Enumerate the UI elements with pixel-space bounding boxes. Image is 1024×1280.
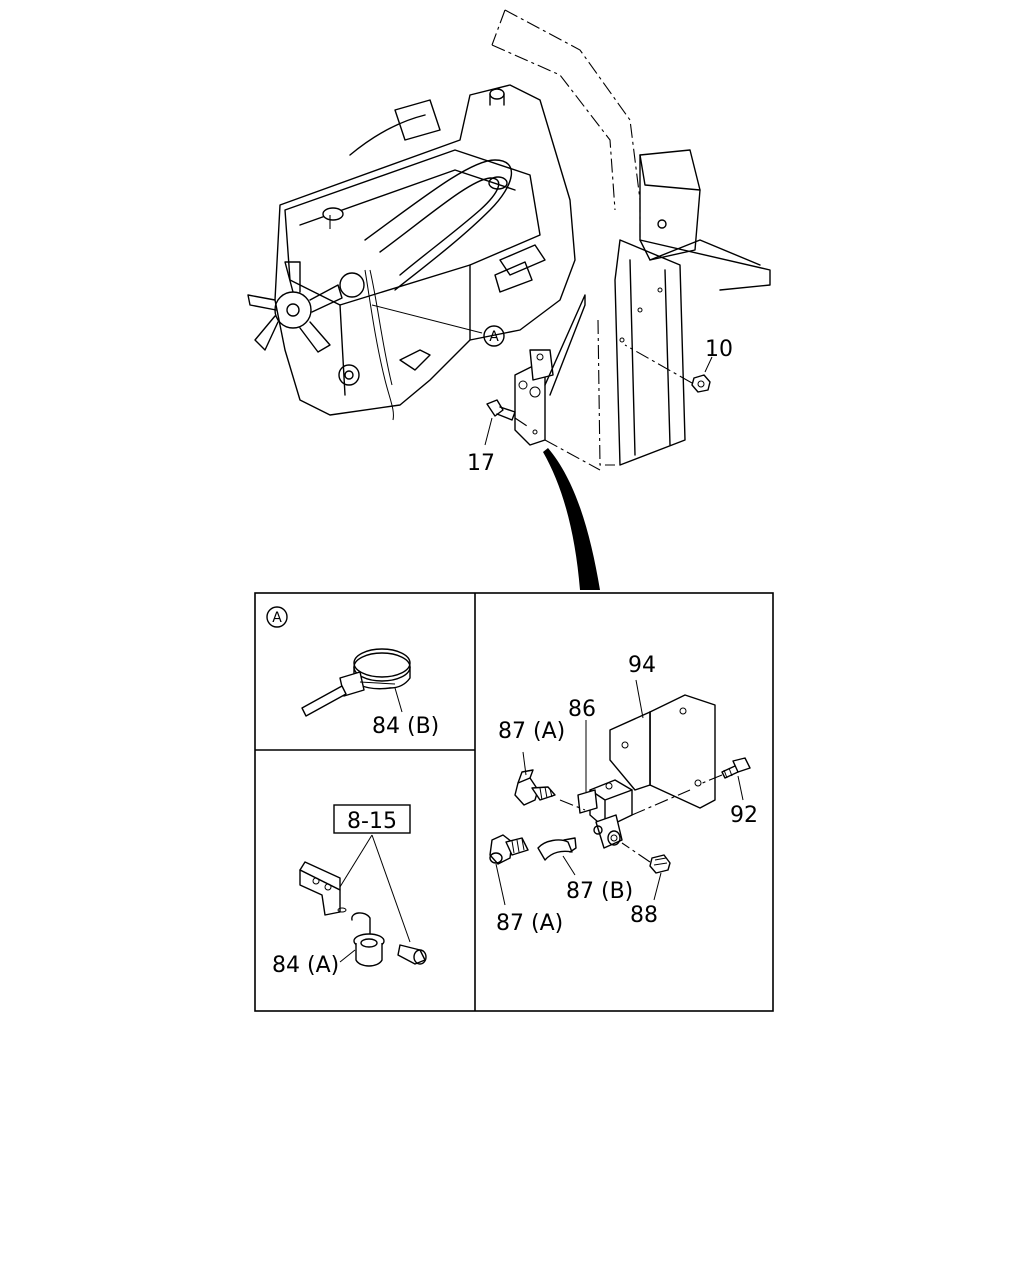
reference-box-8-15: 8-15: [333, 804, 411, 834]
callout-87a-bottom: 87 (A): [496, 911, 563, 936]
alignment-88: [621, 842, 651, 863]
svg-text:A: A: [489, 329, 499, 345]
hose-87b: [537, 837, 577, 861]
leader-87b: [562, 855, 576, 876]
svg-text:A: A: [272, 610, 282, 626]
leader-line-a: [371, 304, 483, 334]
detail-view-marker-a: A: [266, 606, 288, 628]
nut-10: [691, 374, 711, 393]
engine-assembly: [247, 84, 576, 421]
callout-87b: 87 (B): [566, 879, 633, 904]
leader-84b: [394, 687, 403, 713]
callout-88: 88: [630, 903, 658, 928]
leader-87a-top: [522, 751, 527, 776]
detail-view-frame: [254, 592, 774, 1012]
leader-94: [635, 679, 644, 719]
callout-94: 94: [628, 653, 656, 678]
callout-86: 86: [568, 697, 596, 722]
mounting-bracket: [299, 861, 347, 916]
svg-text:8-15: 8-15: [347, 809, 397, 834]
leader-92: [737, 775, 744, 801]
cooling-fan: [247, 261, 343, 353]
detail-marker-a: A: [483, 325, 505, 347]
bolt-17: [486, 399, 516, 421]
fitting-87a-bottom: [489, 834, 529, 865]
frame-rail: [491, 9, 771, 466]
alignment-17: [514, 417, 531, 429]
alignment-92: [699, 774, 723, 785]
leader-17: [484, 417, 493, 446]
callout-92: 92: [730, 803, 758, 828]
plug-88: [649, 854, 671, 874]
clip-84a: [351, 912, 385, 967]
detail-arrow: [543, 448, 600, 590]
callout-84a: 84 (A): [272, 953, 339, 978]
bracket-94: [609, 694, 716, 809]
leader-88: [653, 872, 662, 901]
bolt-92: [721, 757, 751, 779]
alignment-valve: [631, 789, 691, 816]
leader-87a-bottom: [495, 863, 506, 906]
cable-tie-84b: [301, 648, 411, 717]
ref-leader-2: [371, 834, 411, 943]
ref-leader-1: [334, 834, 373, 896]
callout-87a-top: 87 (A): [498, 719, 565, 744]
callout-10: 10: [705, 337, 733, 362]
leader-84a: [339, 949, 356, 963]
callout-84b: 84 (B): [372, 714, 439, 739]
alignment-10: [624, 344, 693, 384]
leader-10: [704, 356, 713, 373]
valve-bracket-assembly: [514, 294, 601, 471]
solenoid-valve-86: [577, 779, 633, 849]
fitting-87a-top: [514, 769, 556, 806]
callout-17: 17: [467, 451, 495, 476]
bolt-clip: [397, 944, 427, 965]
alignment-fitting: [559, 799, 586, 811]
